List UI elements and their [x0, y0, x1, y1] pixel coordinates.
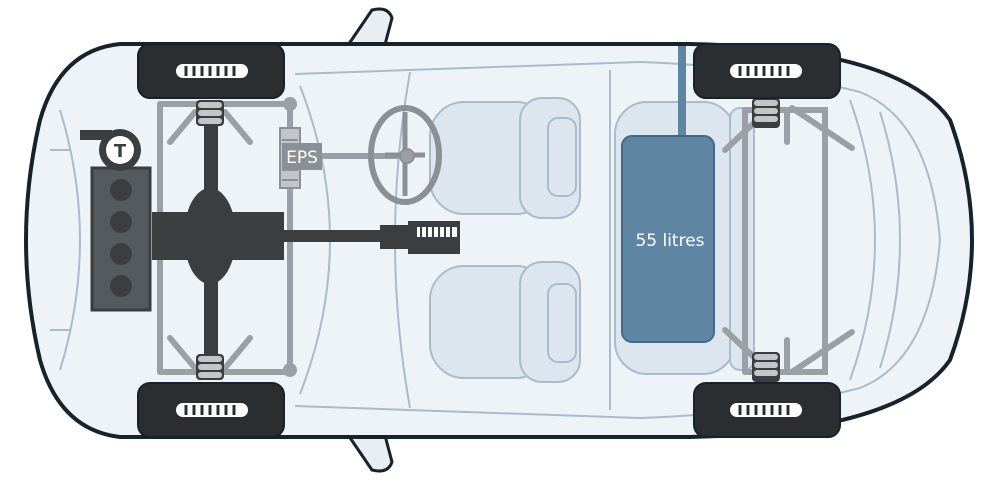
steering-wheel: [368, 105, 442, 205]
gear-lever-comb: [408, 221, 460, 254]
subframe-joint: [283, 97, 297, 111]
engine: [90, 166, 152, 312]
engine-cylinder: [110, 211, 132, 233]
rear-right-spring: [752, 352, 780, 382]
rear-left-spring: [752, 98, 780, 128]
eps-label: EPS: [286, 148, 318, 168]
eps-box: [282, 143, 322, 170]
rear-left-tire: [693, 43, 841, 99]
front-right-tire: [137, 382, 285, 438]
turbocharger: T: [80, 129, 141, 171]
engine-cylinder: [110, 243, 132, 265]
subframe-joint: [283, 363, 297, 377]
engine-cylinder: [110, 275, 132, 297]
differential: [184, 188, 236, 284]
fuel-tank: [621, 135, 715, 343]
fuel-filler-neck: [678, 46, 686, 138]
turbo-label: T: [114, 141, 127, 162]
front-left-spring: [196, 100, 224, 126]
front-right-seat: [429, 261, 581, 383]
propshaft: [283, 230, 385, 242]
gear-selector: [380, 225, 410, 249]
front-left-tire: [137, 43, 285, 99]
fuel-tank-label: 55 litres: [635, 231, 704, 251]
engine-cylinder: [110, 179, 132, 201]
front-right-spring: [196, 354, 224, 380]
drivetrain: [152, 104, 410, 376]
front-left-seat: [429, 97, 581, 219]
rear-suspension: [722, 105, 855, 375]
rear-right-tire: [693, 382, 841, 438]
